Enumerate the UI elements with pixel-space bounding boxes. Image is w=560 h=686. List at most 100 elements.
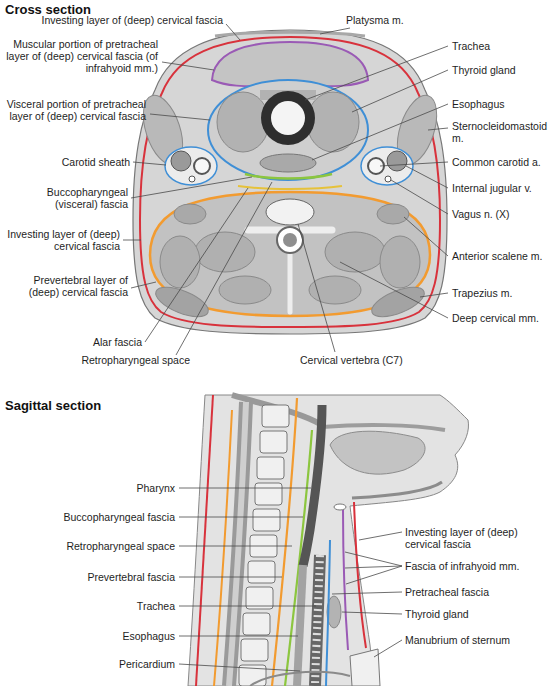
- leader-line: [312, 104, 448, 160]
- part-label: Fascia of infrahyoid mm.: [405, 560, 555, 572]
- part-label: Thyroid gland: [452, 64, 556, 76]
- pretracheal-fascia: [326, 540, 330, 686]
- spinous-process: [288, 252, 293, 312]
- part-label: Vagus n. (X): [452, 208, 556, 220]
- part-label: Internal jugular v.: [452, 182, 556, 194]
- vein: [387, 151, 407, 171]
- muscle: [377, 204, 409, 224]
- part-label: Platysma m.: [346, 14, 436, 26]
- neck-skin: [133, 30, 447, 334]
- spinal-canal: [277, 227, 303, 253]
- part-label: Buccopharyngeal fascia: [20, 511, 175, 523]
- visceral-fascia: [208, 80, 368, 180]
- leader-line: [342, 612, 402, 614]
- leader-line: [428, 128, 448, 130]
- part-label: Pharynx: [20, 482, 175, 494]
- trachea-lumen: [271, 101, 305, 135]
- leader-line: [179, 546, 292, 547]
- investing-fascia: [354, 502, 366, 648]
- leader-line: [391, 180, 448, 214]
- platysma: [215, 32, 365, 36]
- leader-line: [179, 488, 311, 489]
- part-label: Common carotid a.: [452, 156, 556, 168]
- hyoid: [334, 504, 346, 510]
- leader-line: [298, 224, 335, 352]
- mandible: [352, 482, 442, 498]
- part-label: Trachea: [20, 600, 175, 612]
- leader-line: [345, 566, 402, 568]
- alar-fascia: [238, 186, 342, 189]
- esophagus: [297, 565, 303, 686]
- prevertebral-fascia: [272, 398, 297, 686]
- tongue: [330, 431, 425, 474]
- part-label: Buccopharyngeal (visceral) fascia: [2, 186, 128, 210]
- nerve: [189, 176, 195, 182]
- investing-fascia: [196, 395, 213, 686]
- leader-line: [162, 62, 214, 70]
- leader-line: [404, 217, 448, 256]
- leader-line: [320, 28, 350, 34]
- vertebra: [248, 561, 275, 583]
- trachea: [315, 555, 320, 686]
- leader-line: [179, 664, 300, 671]
- leader-line: [380, 162, 448, 166]
- infrahyoid-fascia: [343, 510, 348, 650]
- leader-line: [179, 517, 303, 518]
- part-label: Trachea: [452, 40, 556, 52]
- vertebral-body: [266, 199, 314, 225]
- leader-line: [179, 577, 282, 578]
- carotid-sheath: [165, 147, 217, 185]
- leader-line: [145, 188, 248, 342]
- vertebra: [241, 639, 268, 661]
- muscle: [325, 232, 385, 272]
- leader-line: [359, 532, 402, 540]
- leader-line: [345, 552, 402, 566]
- part-label: Pretracheal fascia: [405, 586, 555, 598]
- manubrium: [350, 649, 380, 686]
- leader-line: [123, 240, 141, 241]
- part-label: Prevertebral layer of (deep) cervical fa…: [2, 274, 128, 298]
- vertebra: [253, 509, 280, 531]
- vertebra: [243, 613, 270, 635]
- part-label: Esophagus: [20, 630, 175, 642]
- carotid-sheath: [361, 147, 413, 185]
- part-label: Deep cervical mm.: [452, 312, 556, 324]
- leader-line: [340, 262, 448, 318]
- vertebral-bodies: [239, 405, 289, 686]
- pericardium: [250, 672, 350, 686]
- part-label: Pericardium: [20, 658, 175, 670]
- muscle: [174, 204, 206, 224]
- part-label: Sternocleidomastoid m.: [452, 120, 556, 144]
- trapezius: [368, 281, 428, 322]
- thyroid-lobe: [307, 92, 359, 152]
- part-label: Carotid sheath: [2, 156, 130, 168]
- part-label: Manubrium of sternum: [405, 634, 555, 646]
- leader-line: [150, 114, 210, 120]
- part-label: Investing layer of (deep) cervical fasci…: [405, 526, 555, 550]
- section-heading: Sagittal section: [5, 398, 175, 413]
- trachea-rings: [315, 555, 320, 686]
- spinal-cord: [283, 233, 297, 247]
- part-label: Alar fascia: [72, 336, 142, 348]
- part-label: Retropharyngeal space: [30, 354, 190, 366]
- leader-line: [131, 282, 156, 288]
- part-label: Investing layer of (deep) cervical fasci…: [0, 14, 223, 26]
- palate: [322, 425, 445, 430]
- artery: [194, 158, 210, 174]
- part-label: Cervical vertebra (C7): [300, 354, 460, 366]
- leader-line: [305, 46, 448, 100]
- part-label: Investing layer of (deep) cervical fasci…: [2, 228, 120, 252]
- part-label: Visceral portion of pretracheal layer of…: [2, 98, 146, 122]
- esophagus: [260, 154, 316, 172]
- leader-line: [179, 636, 298, 637]
- part-label: Trapezius m.: [452, 287, 556, 299]
- cross-section: [133, 30, 447, 334]
- leader-line: [346, 566, 402, 584]
- muscle: [160, 236, 200, 288]
- leader-line: [420, 293, 448, 297]
- trapezius: [152, 281, 212, 322]
- part-label: Esophagus: [452, 98, 556, 110]
- leader-line: [374, 640, 402, 657]
